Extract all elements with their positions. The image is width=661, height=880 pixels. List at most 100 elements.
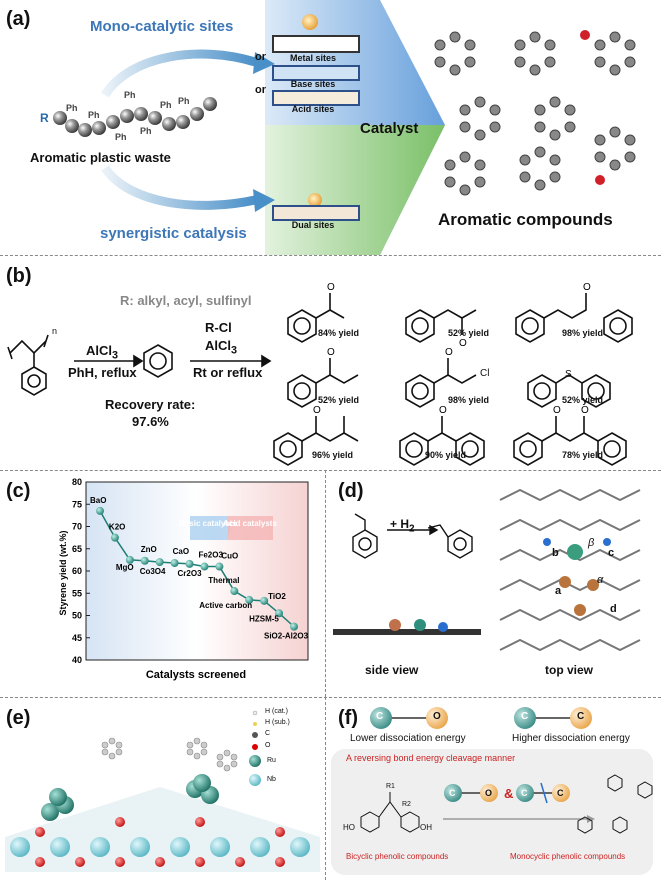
catalyst-label: Catalyst (360, 120, 419, 137)
separator-cd (325, 470, 326, 697)
panel-e-label: (e) (6, 707, 31, 729)
c-atom-2: C (521, 711, 529, 722)
legend-h-sub: H (sub.) (265, 719, 290, 726)
svg-text:Ph: Ph (160, 100, 172, 110)
svg-text:O: O (327, 347, 335, 358)
data-point (155, 558, 164, 567)
panel-e-graphic (5, 710, 320, 872)
svg-text:Ph: Ph (115, 132, 127, 142)
reagent-1: AlCl3 (86, 343, 119, 362)
svg-text:O: O (327, 282, 335, 293)
reagent-2a: R-Cl (205, 320, 232, 335)
panel-d-label: (d) (338, 480, 364, 502)
panel-a-label: (a) (6, 8, 31, 30)
point-label: CaO (173, 547, 189, 556)
yield-4: 52% yield (318, 395, 360, 405)
legend-basic: Basic catalysts (179, 519, 237, 528)
r-groups-label: R: alkyl, acyl, sulfinyl (120, 293, 252, 308)
acid-sites-box (272, 90, 360, 106)
data-point (170, 558, 179, 567)
y-tick-label: 60 (72, 566, 82, 576)
point-label: Co3O4 (140, 567, 166, 576)
point-label: CuO (221, 552, 238, 561)
mono-title: Mono-catalytic sites (90, 18, 234, 35)
separator-bc (0, 470, 661, 471)
point-label: K2O (109, 523, 125, 532)
separator-ef (325, 697, 326, 880)
point-label: Thermal (208, 576, 239, 585)
c-atom-6: C (557, 788, 564, 798)
legend-ru: Ru (267, 757, 276, 764)
y-tick-label: 55 (72, 588, 82, 598)
y-tick-label: 75 (72, 499, 82, 509)
condition-2: Rt or reflux (193, 365, 263, 380)
o-atom-2: O (485, 788, 493, 798)
c-atom-1: C (376, 711, 384, 722)
svg-text:O: O (583, 282, 591, 293)
h2-label: + H2 (390, 517, 415, 535)
yield-1: 84% yield (318, 328, 360, 338)
y-tick-label: 80 (72, 477, 82, 487)
y-tick-label: 70 (72, 522, 82, 532)
point-label: MgO (116, 563, 134, 572)
polymer-chain-icon (53, 97, 217, 137)
panel-a-graphic: R Ph Ph Ph Ph Ph Ph Ph (40, 0, 636, 255)
yield-7: 96% yield (312, 450, 354, 460)
aromatic-label: Aromatic compounds (438, 210, 613, 229)
data-point (125, 555, 134, 564)
polymer-n: n (52, 326, 58, 336)
site-c: c (608, 547, 615, 559)
point-label: Fe2O3 (198, 551, 223, 560)
legend-c: C (265, 730, 271, 737)
point-label: BaO (90, 496, 106, 505)
data-point (185, 559, 194, 568)
y-tick-label: 45 (72, 633, 82, 643)
r1-label: R1 (386, 783, 395, 790)
svg-text:O: O (581, 405, 589, 416)
or-label-1: or (255, 51, 266, 63)
y-tick-label: 50 (72, 611, 82, 621)
metal-sites-label: Metal sites (289, 53, 337, 63)
waste-label: Aromatic plastic waste (30, 150, 171, 165)
plot-area (85, 481, 309, 661)
yield-5: 98% yield (448, 395, 490, 405)
y-tick-label: 40 (72, 655, 82, 665)
point-label: TiO2 (268, 592, 286, 601)
site-beta: β (588, 537, 595, 549)
svg-text:O: O (439, 405, 447, 416)
data-point (96, 506, 104, 515)
r2-label: R2 (402, 801, 411, 808)
legend-h-cat: H (cat.) (265, 708, 288, 715)
panel-b-graphic: O O O O O O O O O (7, 282, 633, 466)
acid-sites-label: Acid sites (291, 104, 335, 114)
c-atom-5: C (521, 788, 528, 798)
svg-text:O: O (445, 347, 453, 358)
site-a: a (555, 585, 562, 597)
separator-ce (0, 697, 661, 698)
legend-o: O (265, 742, 271, 749)
dual-sites-box (272, 205, 360, 221)
condition-1: PhH, reflux (68, 365, 137, 380)
y-axis-label: Styrene yield (wt.%) (58, 530, 68, 615)
ho-label: HO (343, 823, 355, 832)
recovery-value: 97.6% (132, 414, 169, 429)
s-atom: S (565, 369, 572, 380)
panel-d-graphic (333, 488, 641, 652)
svg-text:O: O (459, 338, 467, 349)
oh-label: OH (420, 823, 432, 832)
site-alpha: α (597, 574, 604, 586)
reagent-2b: AlCl3 (205, 338, 238, 357)
point-label: Cr2O3 (178, 569, 203, 578)
svg-text:O: O (553, 405, 561, 416)
amp-label: & (504, 786, 514, 801)
c-atom-4: C (449, 788, 456, 798)
y-tick-label: 65 (72, 544, 82, 554)
svg-text:Ph: Ph (88, 110, 100, 120)
data-point (215, 562, 224, 571)
point-label: ZnO (141, 545, 157, 554)
base-sites-label: Base sites (290, 79, 336, 89)
point-label: SiO2-Al2O3 (264, 632, 309, 641)
svg-text:Ph: Ph (124, 90, 136, 100)
data-point (110, 533, 119, 542)
x-axis-label: Catalysts screened (146, 669, 246, 681)
